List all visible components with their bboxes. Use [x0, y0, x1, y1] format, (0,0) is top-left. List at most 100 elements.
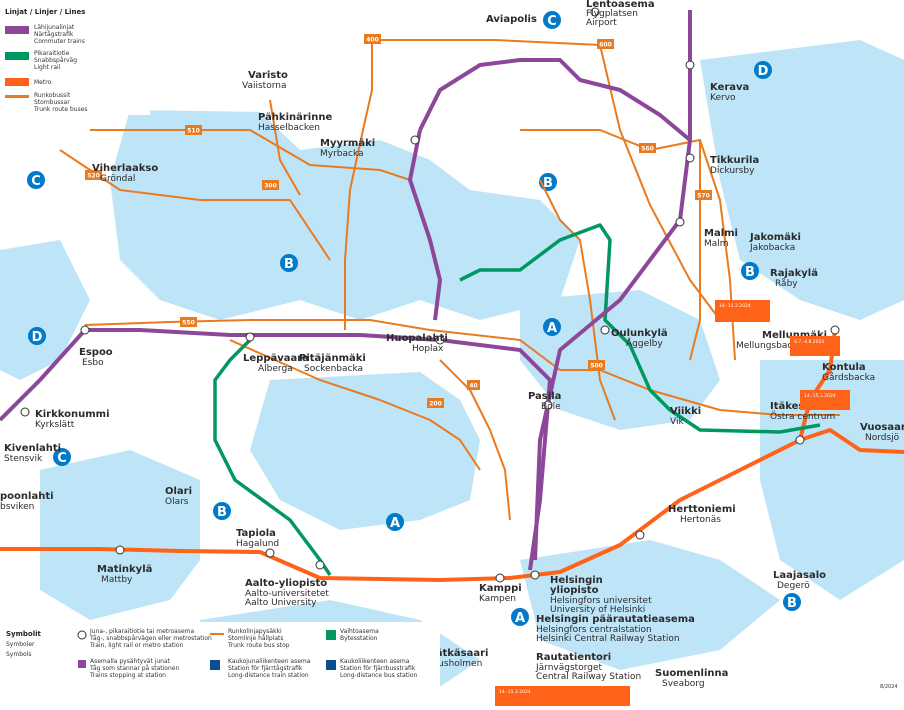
legend-lightrail-en: Light rail: [34, 64, 61, 71]
label-rautatientori-sv: Järnvägstorget: [535, 663, 602, 673]
label-olars: Olars: [165, 497, 189, 507]
route-badge-570: 570: [697, 193, 710, 200]
station-kerava[interactable]: [685, 60, 695, 70]
station-huopalahti[interactable]: [435, 335, 445, 345]
label-flygplatsen: Flygplatsen: [586, 9, 638, 19]
label-vik: Vik: [670, 417, 684, 427]
station-herttoniemi[interactable]: [635, 530, 645, 540]
label-kyrkslatt: Kyrkslätt: [35, 420, 75, 430]
legend-s6-en: Long-distance bus station: [340, 672, 418, 679]
label-hoplax: Hoplax: [412, 344, 444, 354]
route-badge-40: 40: [469, 383, 477, 390]
label-tapiola: Tapiola: [236, 528, 276, 539]
label-kivenlahti: Kivenlahti: [4, 443, 61, 454]
light-rail-line: [213, 223, 821, 576]
station-kirkkonummi[interactable]: [20, 407, 30, 417]
route-badge-500: 500: [590, 363, 603, 370]
route-badge-520: 520: [87, 173, 100, 180]
legend-trunk-swatch: [5, 95, 29, 98]
zone-b-southwest-label: B: [217, 505, 227, 520]
label-viikki: Viikki: [670, 406, 701, 417]
station-tikkurila[interactable]: [685, 153, 695, 163]
legend-trunk-sv: Stombussar: [34, 99, 70, 106]
commuter-rail-ring-west: [408, 129, 442, 321]
station-matinkyla[interactable]: [115, 545, 125, 555]
legend-s2-fi: Asemalla pysähtyvät junat: [90, 658, 171, 665]
legend-symbols-fi: Symbolit: [6, 630, 42, 638]
legend-s5-fi: Vaihtoasema: [340, 628, 379, 635]
legend-s2-sv: Tåg som stannar på stationen: [89, 665, 179, 672]
label-sockenbacka: Sockenbacka: [304, 364, 363, 374]
label-mellunmaki: Mellunmäki: [762, 330, 827, 341]
label-vuosaari: Vuosaari: [860, 422, 904, 433]
label-herttoniemi: Herttoniemi: [668, 504, 736, 515]
commuter-rail-main-line: [533, 10, 692, 561]
label-matinkyla: Matinkylä: [97, 564, 152, 575]
station-kamppi[interactable]: [495, 573, 505, 583]
trunk-route-510: [90, 129, 411, 181]
label-yliopisto-2: yliopisto: [550, 585, 599, 596]
zone-d-kerava: [754, 61, 772, 79]
station-oulunkyla[interactable]: [600, 325, 610, 335]
commuter-rail-ring-north: [418, 58, 692, 142]
label-olari: Olari: [165, 486, 192, 497]
zone-d-west-label: D: [32, 330, 43, 345]
legend-station-icon: [77, 630, 87, 640]
station-leppavaara[interactable]: [245, 332, 255, 342]
label-dickursby: Dickursby: [710, 166, 755, 176]
station-espoo[interactable]: [80, 325, 90, 335]
water-areas: [0, 40, 904, 700]
route-badge-550: 550: [182, 320, 195, 327]
label-viherlaakso: Viherlaakso: [92, 163, 158, 174]
station-aalto[interactable]: [315, 560, 325, 570]
legend-symbols-sv: Symboler: [6, 641, 35, 648]
stations: [20, 7, 840, 583]
legend-s3-en: Trunk route bus stop: [227, 642, 290, 649]
legend-lines: Linjat / Linjer / Lines Lähijunalinjat N…: [0, 0, 150, 115]
legend-interchange-icon: [326, 630, 336, 640]
zone-b-southwest: [213, 502, 231, 520]
zone-c-airport: [543, 11, 561, 29]
trunk-route-550: [84, 319, 840, 416]
station-pasila[interactable]: [543, 400, 553, 410]
label-jakomaki: Jakomäki: [749, 232, 801, 243]
zone-c-airport-label: C: [547, 14, 557, 29]
notices: 14.-15.3.2024 8.7.-4.8.2024 14.-15.3.202…: [495, 300, 850, 706]
legend-s1-en: Train, light rail or metro station: [89, 642, 183, 649]
station-rautatieasema[interactable]: [530, 570, 540, 580]
label-malmi: Malmi: [704, 228, 738, 239]
legend-s6-fi: Kaukoliikenteen asema: [340, 658, 410, 665]
label-ostra-centrum: Östra centrum: [770, 411, 835, 422]
label-nordsjo: Nordsjö: [865, 433, 900, 443]
label-hasselbacken: Hasselbacken: [258, 123, 320, 133]
label-hertonas: Hertonäs: [680, 515, 721, 525]
label-rautatieasema-en: Helsinki Central Railway Station: [536, 634, 680, 644]
station-mellunmaki[interactable]: [830, 325, 840, 335]
station-myyrmaki[interactable]: [410, 135, 420, 145]
label-aviapolis: Aviapolis: [486, 14, 537, 25]
station-tapiola[interactable]: [265, 548, 275, 558]
zone-b-west-label: B: [284, 257, 294, 272]
station-itakeskus[interactable]: [795, 435, 805, 445]
label-pahkinarinne: Pähkinärinne: [258, 112, 332, 123]
zone-a-north: [543, 318, 561, 336]
zone-markers: C D C B B B D A C B A A B: [27, 11, 801, 626]
route-badge-400: 400: [366, 37, 379, 44]
route-badge-600: 600: [599, 42, 612, 49]
label-varisto: Varisto: [248, 70, 288, 81]
legend-commuter-swatch: [5, 26, 29, 34]
legend-commuter-fi: Lähijunalinjat: [34, 24, 75, 31]
station-malmi[interactable]: [675, 217, 685, 227]
legend-trunk-en: Trunk route buses: [33, 106, 88, 113]
trunk-route-500: [539, 179, 616, 421]
label-rautatientori-en: Central Railway Station: [536, 672, 641, 682]
label-yliopisto: Helsingin: [550, 575, 603, 586]
legend-metro-fi: Metro: [34, 79, 52, 86]
trunk-route-400: [344, 40, 373, 330]
notice-4: 14.-15.3.2024: [804, 393, 836, 399]
station-lentoasema[interactable]: [590, 7, 600, 17]
route-badge-200: 200: [429, 401, 442, 408]
legend-s1-sv: Tåg-, snabbspårvägen eller metrostation: [89, 635, 212, 642]
label-kervo: Kervo: [710, 93, 736, 103]
